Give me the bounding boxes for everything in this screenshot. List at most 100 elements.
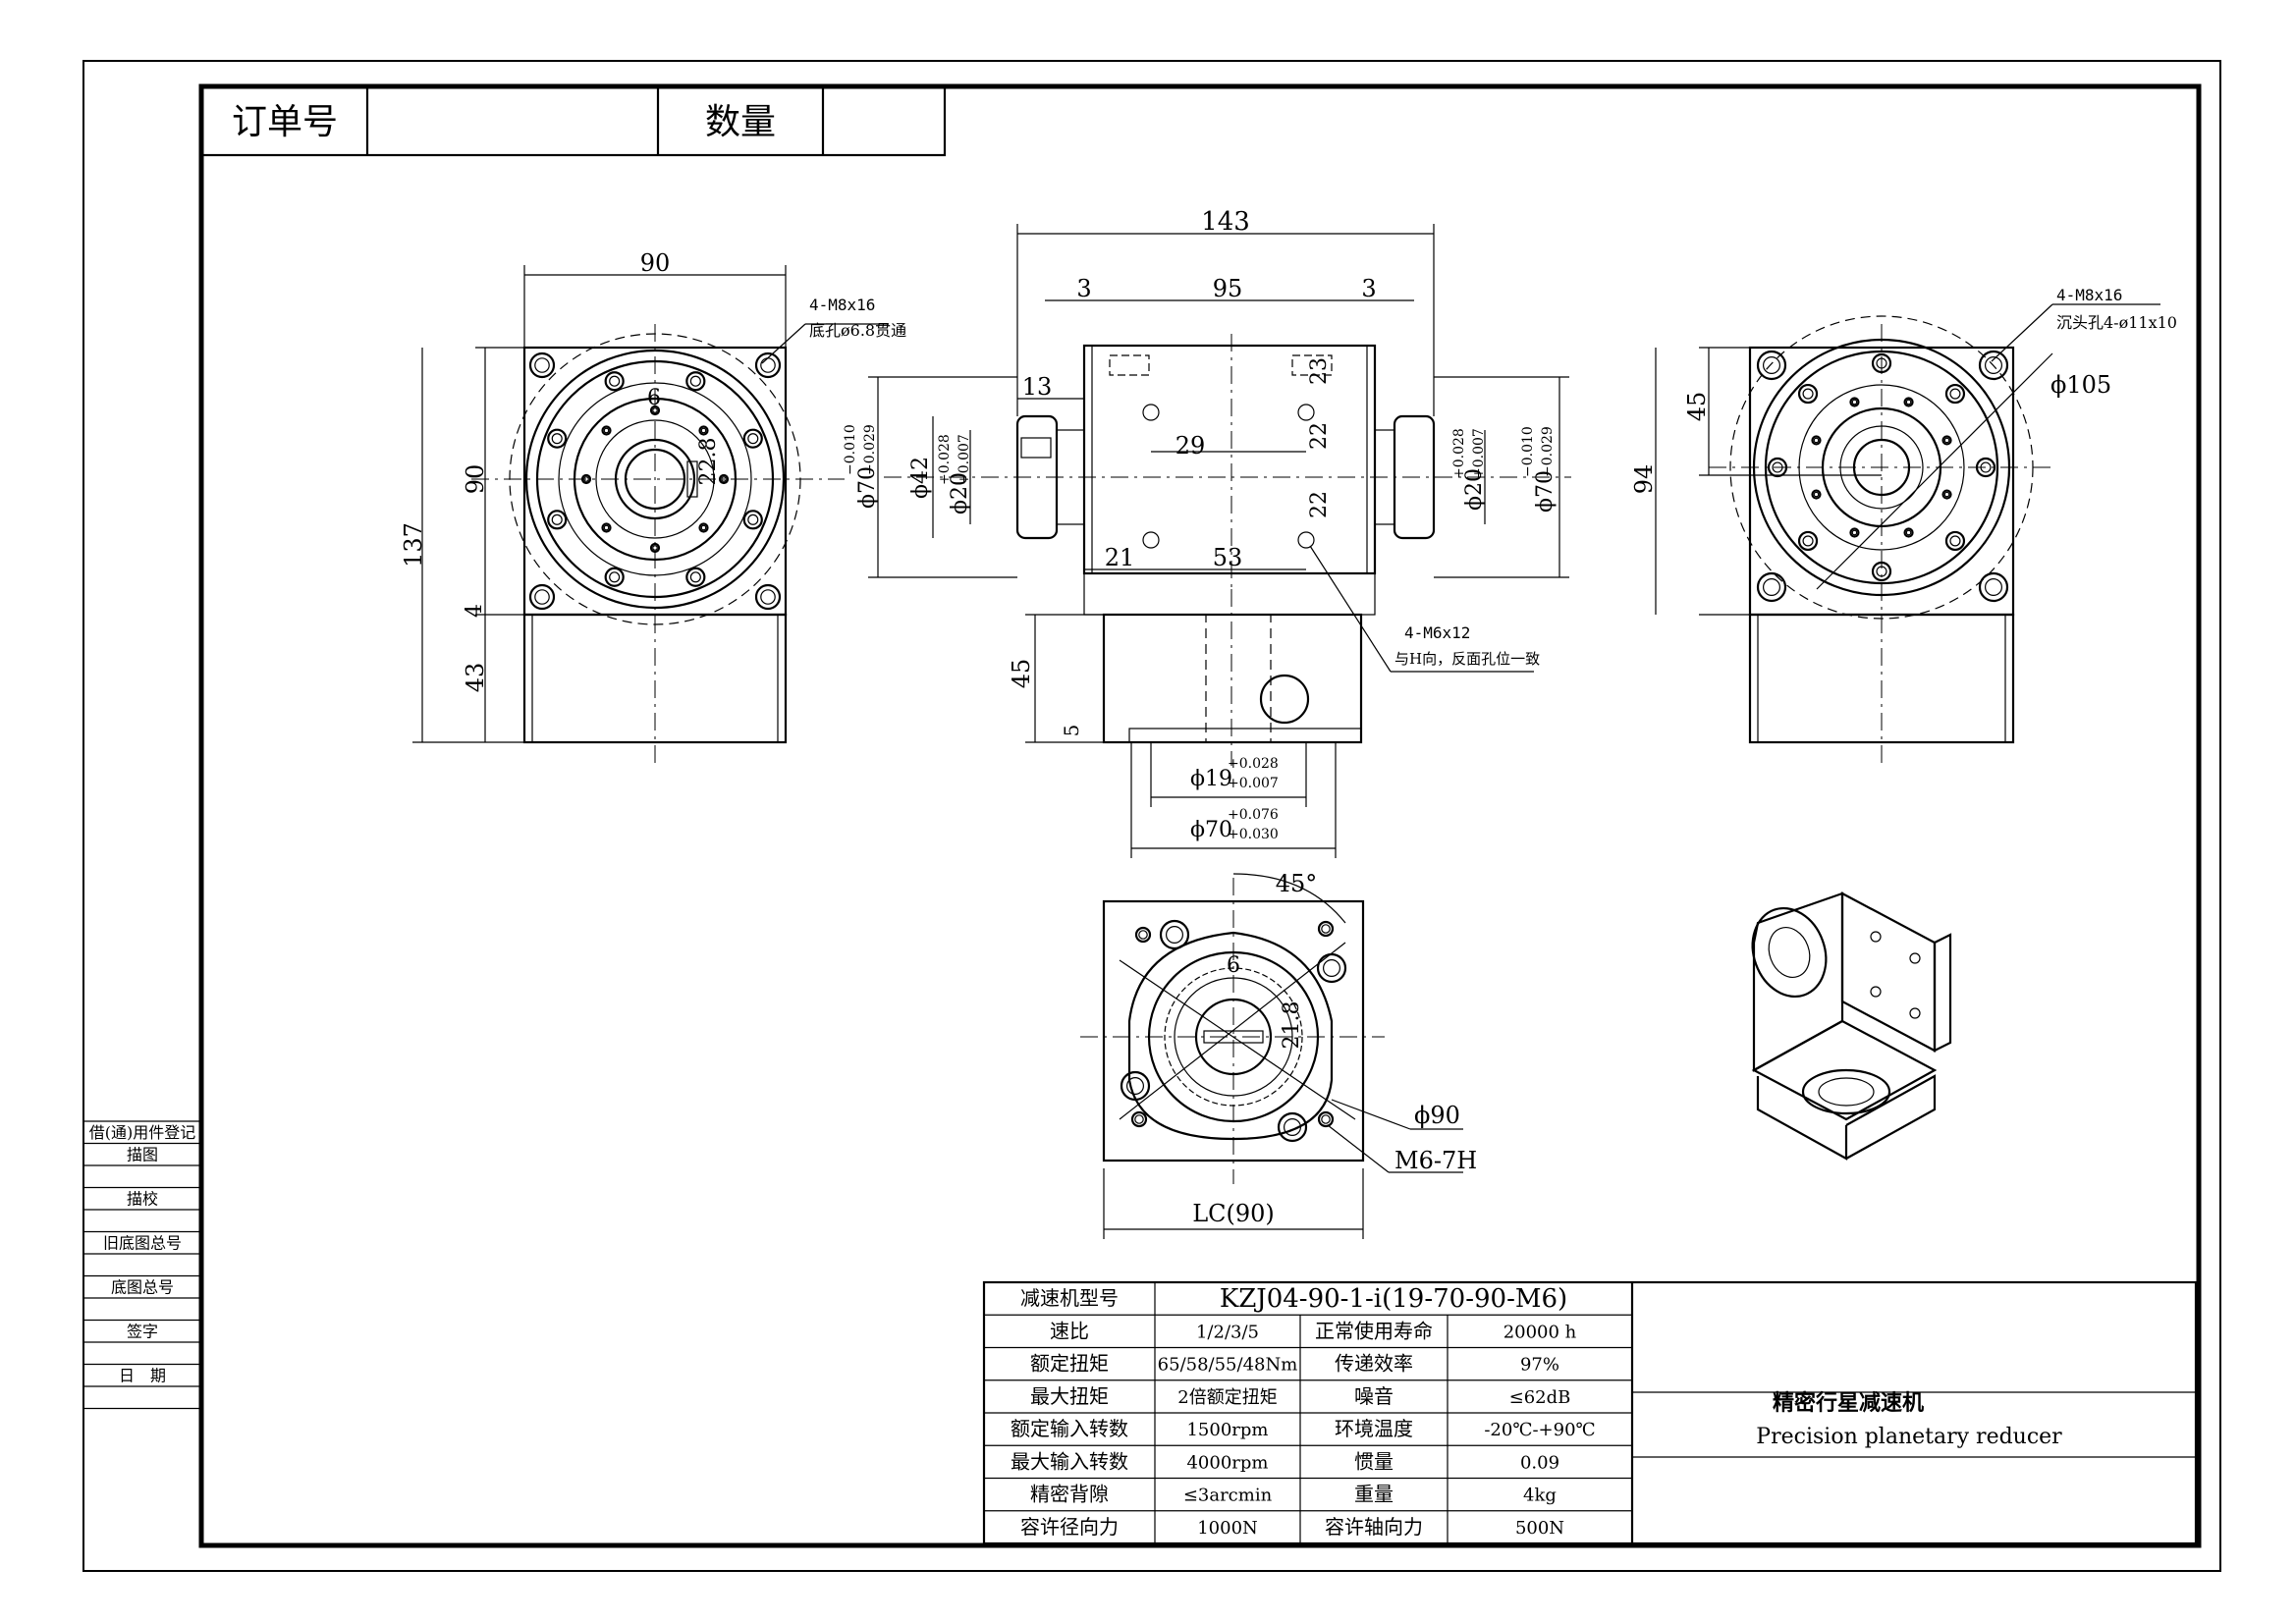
- corner-hole: [1317, 920, 1335, 938]
- corner-hole: [1130, 1110, 1148, 1128]
- tol70-right-up: −0.010: [1520, 426, 1536, 477]
- tol70-left-up: −0.010: [843, 424, 858, 475]
- dim-13: 13: [1022, 373, 1053, 401]
- note-m6x12: 4-M6x12: [1404, 623, 1470, 642]
- tol20-right-dn: +0.007: [1471, 428, 1487, 479]
- tol19-up: +0.028: [1228, 756, 1279, 772]
- bolt-hole: [685, 567, 706, 587]
- bolt-hole: [742, 510, 763, 530]
- dia42: ϕ42: [908, 457, 933, 499]
- dim-143: 143: [1201, 207, 1250, 237]
- dia20-left: ϕ20: [948, 472, 972, 514]
- bolt-hole: [1944, 383, 1966, 405]
- spec-value: 0.09: [1520, 1452, 1559, 1473]
- note-m8x16-right: 4-M8x16: [2056, 286, 2122, 304]
- dim-6-bottom: 6: [1227, 953, 1240, 978]
- dia105: ϕ105: [2050, 371, 2111, 399]
- dim-21: 21: [1105, 544, 1135, 571]
- bolt-hole: [698, 522, 709, 533]
- spec-label: 噪音: [1354, 1384, 1394, 1408]
- spec-value: 97%: [1520, 1355, 1559, 1376]
- dim-137: 137: [400, 522, 427, 568]
- corner-hole: [1978, 350, 2009, 381]
- note-m8x16-left: 4-M8x16: [809, 296, 875, 314]
- corner-hole: [1317, 1110, 1335, 1128]
- inner-frame: [198, 83, 2202, 1548]
- bolt-hole: [685, 371, 706, 392]
- dim-22-a: 22: [1307, 422, 1332, 450]
- dia20-right: ϕ20: [1462, 468, 1487, 511]
- side-block-label: 底图总号: [111, 1278, 174, 1297]
- order-no-label: 订单号: [232, 102, 338, 142]
- bottom-view: 45° 6 21.8 ϕ90 M6-7H LC(90): [1080, 870, 1477, 1239]
- spec-label: 重量: [1354, 1483, 1394, 1506]
- corner-hole: [1159, 919, 1190, 950]
- corner-hole: [528, 583, 556, 611]
- spec-value: 2倍额定扭矩: [1177, 1387, 1277, 1408]
- right-view: 94 45 ϕ105 4-M8x16 沉头孔4-ø11x10: [1630, 286, 2177, 766]
- spec-label: 最大扭矩: [1030, 1384, 1109, 1408]
- spec-value: ≤3arcmin: [1183, 1486, 1273, 1506]
- spec-table: 精密行星减速机 Precision planetary reducer 减速机型…: [982, 1280, 2198, 1545]
- spec-label: 最大输入转数: [1011, 1449, 1128, 1473]
- dia90-bottom: ϕ90: [1414, 1102, 1460, 1129]
- dia70-right: ϕ70: [1533, 470, 1558, 513]
- left-view: 90 90 137 4 43 6 22.8 4-M8x16 底孔ø6.8贯通: [400, 249, 906, 766]
- spec-label: 传递效率: [1335, 1352, 1413, 1376]
- bolt-hole: [1849, 527, 1860, 538]
- spec-value: 1000N: [1197, 1518, 1258, 1539]
- corner-hole: [1756, 350, 1787, 381]
- corner-hole: [528, 351, 556, 379]
- bolt-hole: [718, 473, 730, 485]
- tol70-bottom-dn: +0.030: [1228, 827, 1279, 842]
- bolt-hole: [1941, 489, 1952, 500]
- bolt-hole: [1941, 435, 1952, 446]
- corner-hole: [1316, 952, 1347, 984]
- corner-hole: [1134, 926, 1152, 944]
- bolt-hole: [547, 428, 568, 449]
- side-block-label: 签字: [127, 1323, 158, 1341]
- spec-value: 4kg: [1523, 1486, 1557, 1506]
- corner-hole: [754, 351, 782, 379]
- tol19-dn: +0.007: [1228, 776, 1279, 791]
- dim-23: 23: [1307, 357, 1332, 385]
- spec-value: 20000 h: [1503, 1322, 1577, 1342]
- tol70-bottom-up: +0.076: [1228, 807, 1279, 823]
- quantity-label: 数量: [705, 102, 776, 142]
- dim-45-right: 45: [1683, 392, 1711, 422]
- bolt-hole: [601, 522, 612, 533]
- isometric-view: [1751, 892, 1952, 1161]
- spec-label: 额定输入转数: [1011, 1417, 1128, 1440]
- spec-value: 500N: [1515, 1518, 1564, 1539]
- spec-value: 65/58/55/48Nm: [1158, 1355, 1298, 1376]
- spec-label: 容许轴向力: [1325, 1515, 1423, 1539]
- dim-29: 29: [1175, 432, 1206, 460]
- dim-90-side: 90: [462, 464, 489, 495]
- tol70-left-dn: −0.029: [862, 424, 878, 475]
- bolt-hole: [604, 371, 625, 392]
- side-block-label: 描校: [127, 1190, 158, 1209]
- bolt-hole: [1903, 527, 1914, 538]
- front-view: 143 3 95 3 13 23 29 22 22 21 53 45 5 ϕ70…: [843, 207, 1571, 858]
- dim-45-front: 45: [1008, 659, 1035, 689]
- side-block-label: 日 期: [119, 1367, 166, 1385]
- tol20-left-up: +0.028: [937, 434, 953, 485]
- note-same-holes: 与H向，反面孔位一致: [1394, 650, 1540, 668]
- bolt-hole: [547, 510, 568, 530]
- dim-3-left: 3: [1076, 275, 1091, 302]
- corner-hole: [754, 583, 782, 611]
- dim-21-8: 21.8: [1280, 1001, 1304, 1050]
- spec-value: ≤62dB: [1509, 1387, 1571, 1408]
- tol20-left-dn: +0.007: [957, 434, 972, 485]
- model-number: KZJ04-90-1-i(19-70-90-M6): [1220, 1284, 1567, 1314]
- bolt-hole: [1797, 530, 1819, 552]
- spec-label: 精密背隙: [1030, 1483, 1109, 1506]
- dim-95: 95: [1213, 275, 1243, 302]
- spec-label: 速比: [1050, 1319, 1089, 1342]
- dim-6: 6: [647, 386, 661, 410]
- spec-value: -20℃-+90℃: [1484, 1420, 1595, 1440]
- spec-label: 正常使用寿命: [1315, 1319, 1433, 1342]
- tol20-right-up: +0.028: [1451, 428, 1467, 479]
